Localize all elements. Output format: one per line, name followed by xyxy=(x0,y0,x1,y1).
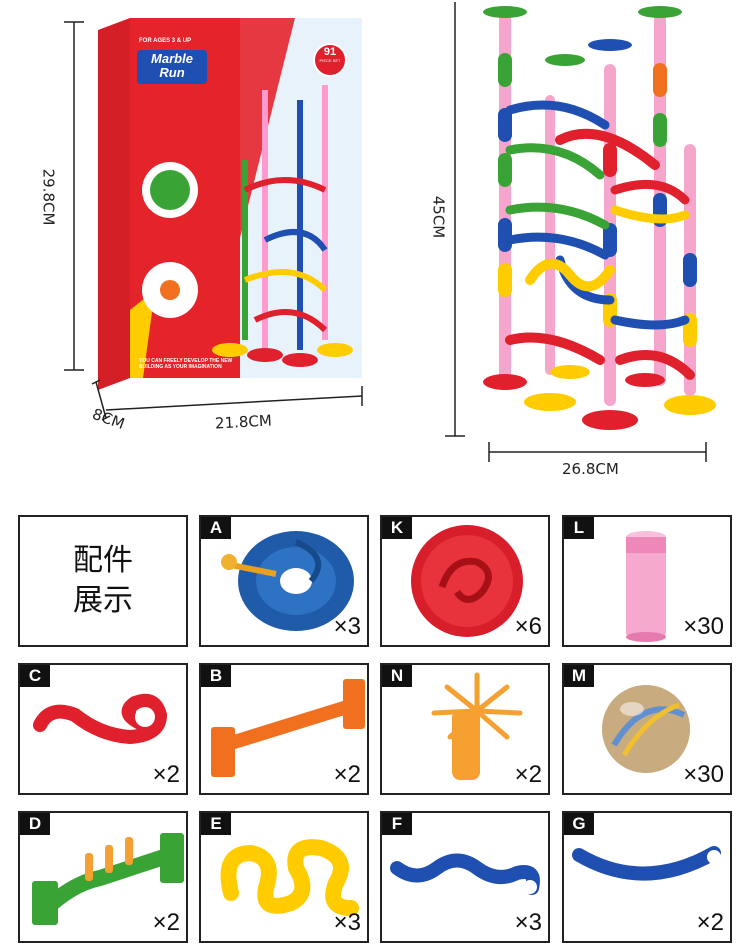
red-curl-track-icon xyxy=(33,693,168,745)
brand-logo: Marble Run xyxy=(139,52,205,80)
blue-wave-track-icon xyxy=(390,853,540,895)
red-swirl-bowl-icon xyxy=(411,525,523,637)
part-qty-a: ×3 xyxy=(333,613,361,640)
part-letter-m: M xyxy=(564,665,594,687)
part-card-l: L ×30 xyxy=(562,515,732,647)
dimension-lines xyxy=(64,2,707,462)
part-card-k: K ×6 xyxy=(380,515,550,647)
green-wave-track-icon xyxy=(32,833,184,925)
part-qty-m: ×30 xyxy=(683,761,724,788)
part-card-f: F ×3 xyxy=(380,811,550,943)
part-qty-k: ×6 xyxy=(514,613,542,640)
part-letter-d: D xyxy=(20,813,50,835)
parts-title-cell: 配件展示 xyxy=(18,515,188,647)
marble-icon xyxy=(602,685,690,773)
part-card-a: A ×3 xyxy=(199,515,369,647)
part-card-b: B ×2 xyxy=(199,663,369,795)
part-letter-g: G xyxy=(564,813,594,835)
part-letter-e: E xyxy=(201,813,231,835)
part-letter-a: A xyxy=(201,517,231,539)
tower-height-label: 45CM xyxy=(429,195,448,239)
piece-count-badge: 91 PIECE SET xyxy=(314,46,346,64)
part-qty-f: ×3 xyxy=(514,909,542,936)
part-card-e: E ×3 xyxy=(199,811,369,943)
part-card-g: G ×2 xyxy=(562,811,732,943)
box-width-label: 21.8CM xyxy=(214,411,273,433)
blue-curved-track-icon xyxy=(572,846,721,881)
part-qty-g: ×2 xyxy=(696,909,724,936)
part-qty-c: ×2 xyxy=(152,761,180,788)
brand-line1: Marble xyxy=(151,51,193,66)
spiral-funnel-icon xyxy=(221,531,354,631)
paddle-wheel-icon xyxy=(431,672,523,780)
box-height-label: 29.8CM xyxy=(39,168,58,226)
part-letter-n: N xyxy=(382,665,412,687)
part-qty-n: ×2 xyxy=(514,761,542,788)
tower-width-label: 26.8CM xyxy=(562,460,619,478)
part-qty-b: ×2 xyxy=(333,761,361,788)
part-letter-b: B xyxy=(201,665,231,687)
marble-run-tower xyxy=(483,6,716,430)
part-letter-c: C xyxy=(20,665,50,687)
part-card-m: M ×30 xyxy=(562,663,732,795)
part-qty-e: ×3 xyxy=(333,909,361,936)
age-text: FOR AGES 3 & UP xyxy=(139,38,192,44)
piece-count: 91 xyxy=(323,46,337,58)
yellow-zigzag-track-icon xyxy=(220,839,359,916)
orange-straight-track-icon xyxy=(211,679,365,777)
part-qty-l: ×30 xyxy=(683,613,724,640)
part-card-d: D ×2 xyxy=(18,811,188,943)
part-qty-d: ×2 xyxy=(152,909,180,936)
part-card-n: N ×2 xyxy=(380,663,550,795)
part-letter-f: F xyxy=(382,813,412,835)
box-bottom-text: YOU CAN FREELY DEVELOP THE NEW BUILDING … xyxy=(139,358,233,370)
parts-title: 配件展示 xyxy=(73,543,133,618)
brand-line2: Run xyxy=(159,65,185,80)
piece-label: PIECE SET xyxy=(319,58,341,63)
product-box: Marble Run FOR AGES 3 & UP 91 PIECE SET … xyxy=(95,10,365,390)
part-letter-l: L xyxy=(564,517,594,539)
part-letter-k: K xyxy=(382,517,412,539)
part-card-c: C ×2 xyxy=(18,663,188,795)
product-box-art xyxy=(98,18,362,390)
pink-tube-icon xyxy=(626,531,666,642)
